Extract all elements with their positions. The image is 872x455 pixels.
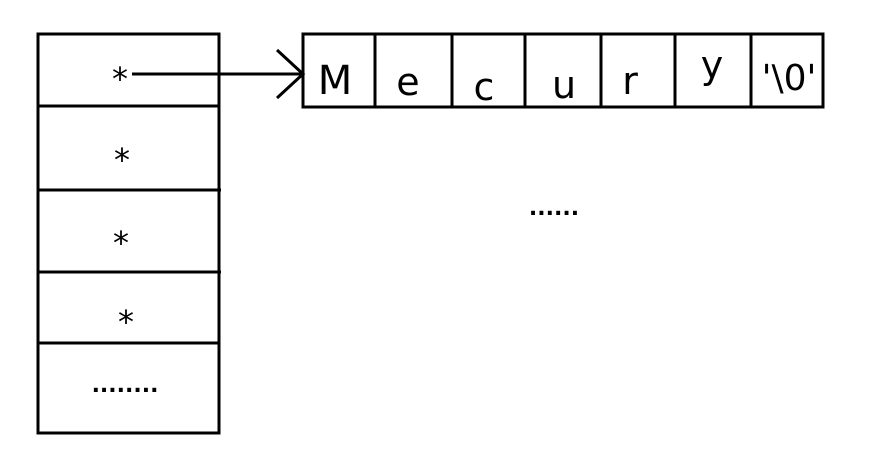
pointer-cell-label: * bbox=[118, 303, 134, 341]
char-array-frame bbox=[301, 32, 825, 109]
pointer-cell-label: * bbox=[112, 60, 128, 98]
char-cell-label: M bbox=[318, 58, 353, 104]
pointer-cell-label: * bbox=[114, 141, 130, 179]
pointer-array-frame bbox=[36, 32, 221, 435]
pointer-cell-label: * bbox=[113, 224, 129, 262]
pointer-array: * * * * ........ bbox=[36, 32, 221, 435]
char-cell-label: r bbox=[622, 59, 638, 103]
pointer-array-ellipsis: ........ bbox=[92, 373, 159, 398]
char-array: M e c u r y '\0' bbox=[301, 32, 825, 109]
char-cell-label: y bbox=[701, 43, 724, 87]
char-cell-label: u bbox=[552, 63, 576, 107]
null-terminator-label: '\0' bbox=[762, 58, 817, 99]
char-cell-label: c bbox=[474, 65, 495, 109]
continuation-ellipsis: ...... bbox=[529, 196, 579, 221]
char-cell-label: e bbox=[396, 60, 419, 104]
